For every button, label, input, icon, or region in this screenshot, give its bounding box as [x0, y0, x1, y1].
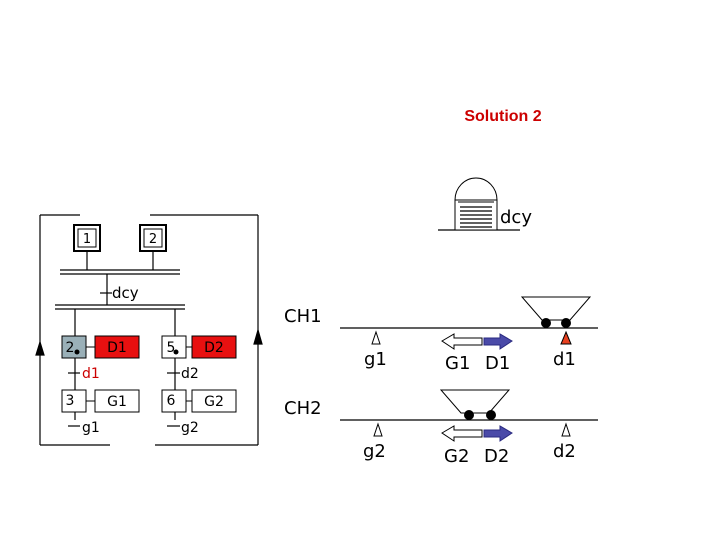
arrow-d1-label: D1 — [485, 353, 510, 374]
rail-ch1: CH1 g1 G1 D1 d1 — [284, 296, 598, 374]
step-2-initial-label: 2 — [149, 232, 157, 247]
arrow-d2-label: D2 — [484, 446, 509, 467]
arrow-left-icon — [441, 333, 483, 350]
step-1: 1 — [73, 224, 101, 252]
condition-g2: g2 — [181, 420, 199, 436]
action-d2: D2 — [204, 340, 224, 356]
rail-ch2-label: CH2 — [284, 398, 322, 419]
action-d1-box — [94, 335, 140, 359]
sensor-g1-label: g1 — [364, 349, 387, 370]
condition-d1: d1 — [82, 366, 100, 382]
branch-1: 2 D1 d1 3 G1 g1 — [61, 335, 140, 436]
action-d2-box — [191, 335, 237, 359]
step-2-label: 2 — [66, 340, 75, 356]
condition-d2: d2 — [181, 366, 199, 382]
condition-dcy: dcy — [112, 284, 139, 302]
dcy-pushbutton: dcy — [438, 177, 532, 231]
step-1-label: 1 — [83, 232, 91, 247]
sensor-g1-icon — [371, 330, 381, 345]
sensor-d2-label: d2 — [553, 441, 576, 462]
sensor-d1-icon — [560, 330, 572, 345]
step-6-label: 6 — [167, 393, 176, 409]
step-2-initial: 2 — [139, 224, 167, 252]
arrow-left-icon — [441, 425, 483, 442]
active-token — [74, 349, 80, 355]
action-g1: G1 — [107, 394, 127, 410]
step-5-label: 5 — [167, 340, 176, 356]
arrow-g1-label: G1 — [445, 353, 470, 374]
sensor-g2-icon — [373, 422, 383, 437]
arrow-g2-label: G2 — [444, 446, 469, 467]
branch-2: 5 D2 d2 6 G2 g2 — [161, 335, 237, 436]
arrow-right-icon — [483, 333, 513, 350]
rail-ch2: CH2 g2 G2 D2 d2 — [284, 389, 598, 467]
dcy-button-label: dcy — [500, 207, 532, 228]
arrow-right-icon — [483, 425, 513, 442]
sensor-g2-label: g2 — [363, 441, 386, 462]
grafcet — [35, 214, 263, 446]
action-d1: D1 — [107, 340, 127, 356]
rail-ch1-label: CH1 — [284, 306, 322, 327]
page-title: Solution 2 — [464, 108, 541, 125]
condition-g1: g1 — [82, 420, 100, 436]
sensor-d2-icon — [561, 422, 571, 437]
step-3-label: 3 — [66, 393, 75, 409]
sensor-d1-label: d1 — [553, 349, 576, 370]
action-g2: G2 — [204, 394, 224, 410]
active-token — [173, 349, 179, 355]
